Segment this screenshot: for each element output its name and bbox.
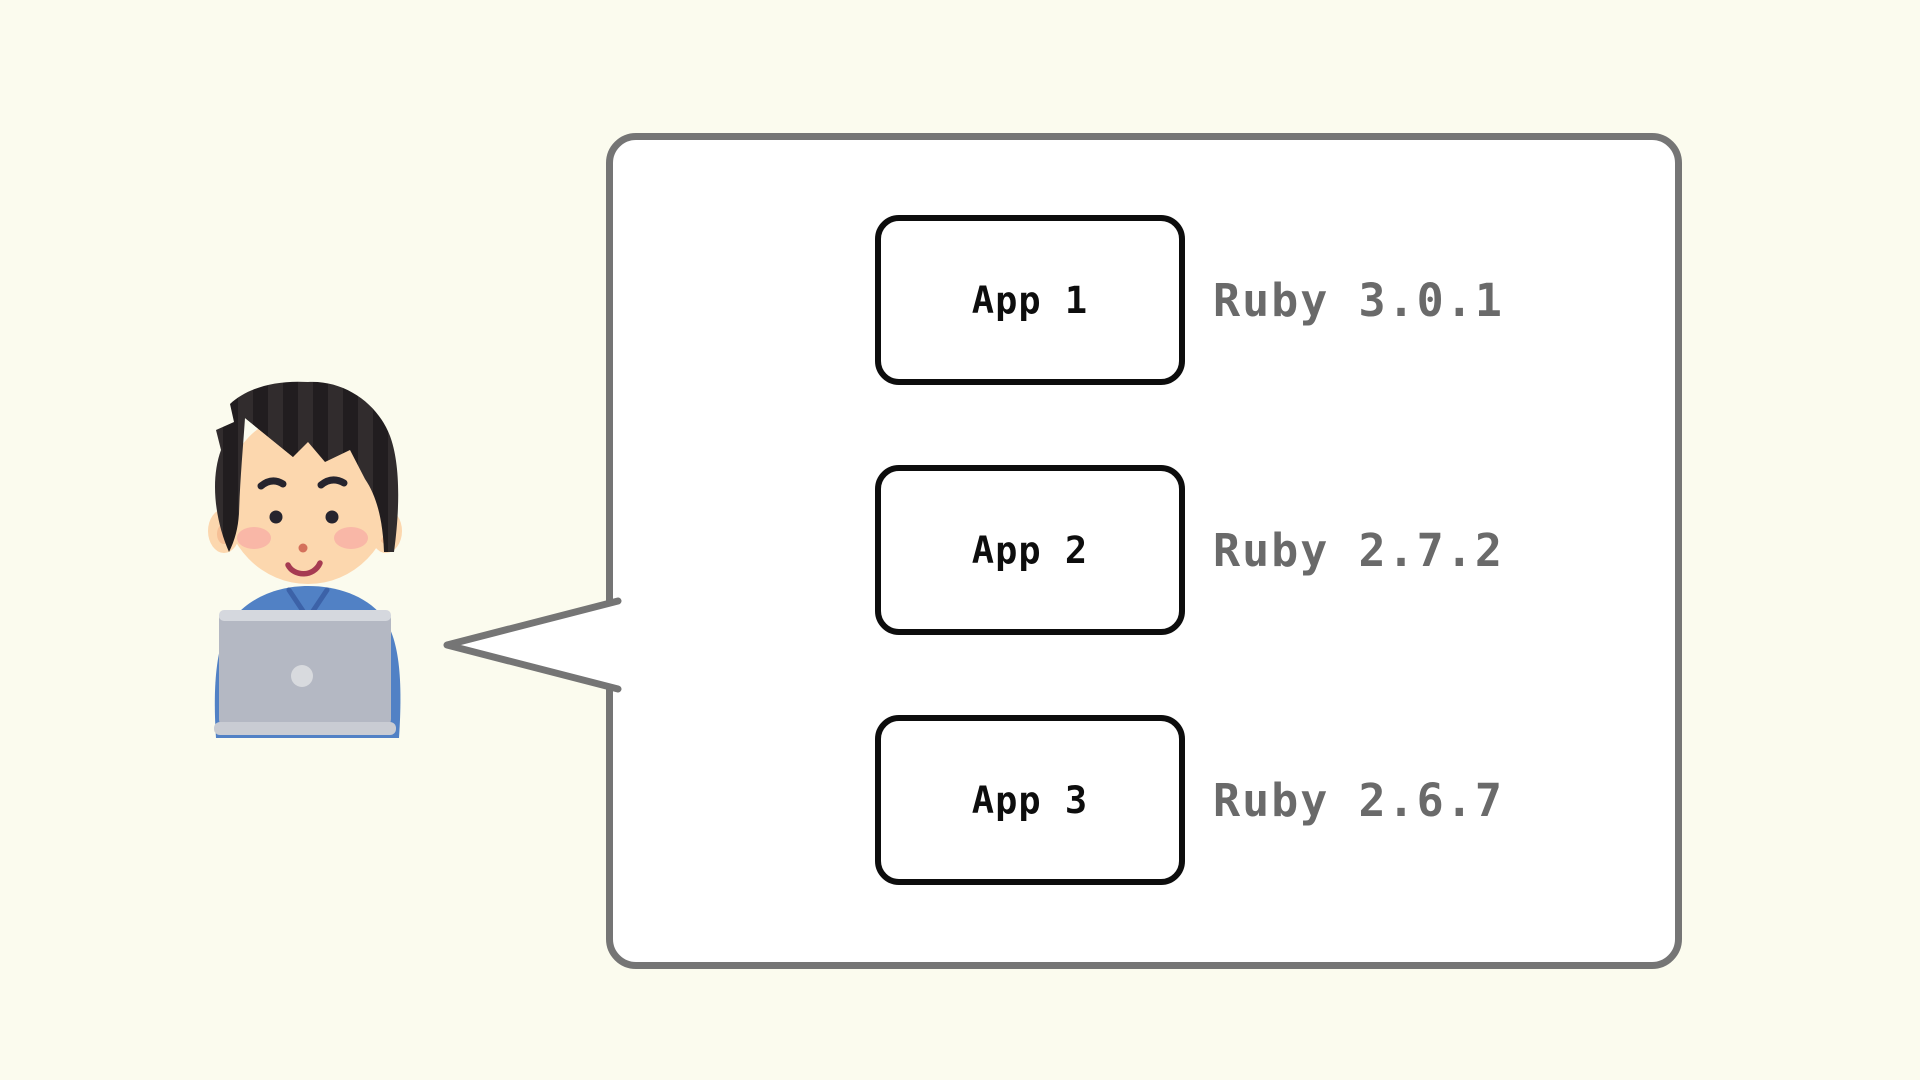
person-at-laptop-icon [208, 381, 402, 738]
app-box-3: App 3 [875, 715, 1185, 885]
eyebrow-right [317, 476, 348, 489]
laptop-logo [291, 665, 313, 687]
ruby-version-label-2: Ruby 2.7.2 [1213, 523, 1504, 577]
app-box-2: App 2 [875, 465, 1185, 635]
mouth [285, 560, 323, 577]
laptop-base [214, 722, 396, 735]
app-row-2: App 2 Ruby 2.7.2 [875, 465, 1575, 635]
speech-bubble-tail [443, 597, 622, 693]
cheek-right [334, 527, 368, 549]
cheek-left [237, 527, 271, 549]
app-row-3: App 3 Ruby 2.6.7 [875, 715, 1575, 885]
app-row-1: App 1 Ruby 3.0.1 [875, 215, 1575, 385]
app-box-1: App 1 [875, 215, 1185, 385]
nose [298, 543, 308, 553]
eyebrow-left [257, 477, 287, 490]
app-label-3: App 3 [971, 778, 1089, 822]
eye-right [325, 510, 339, 524]
app-label-1: App 1 [971, 278, 1089, 322]
laptop-top-edge [219, 610, 391, 621]
hair-fringe [245, 401, 319, 457]
ruby-version-label-3: Ruby 2.6.7 [1213, 773, 1504, 827]
app-label-2: App 2 [971, 528, 1089, 572]
ruby-version-label-1: Ruby 3.0.1 [1213, 273, 1504, 327]
eye-left [269, 510, 283, 524]
